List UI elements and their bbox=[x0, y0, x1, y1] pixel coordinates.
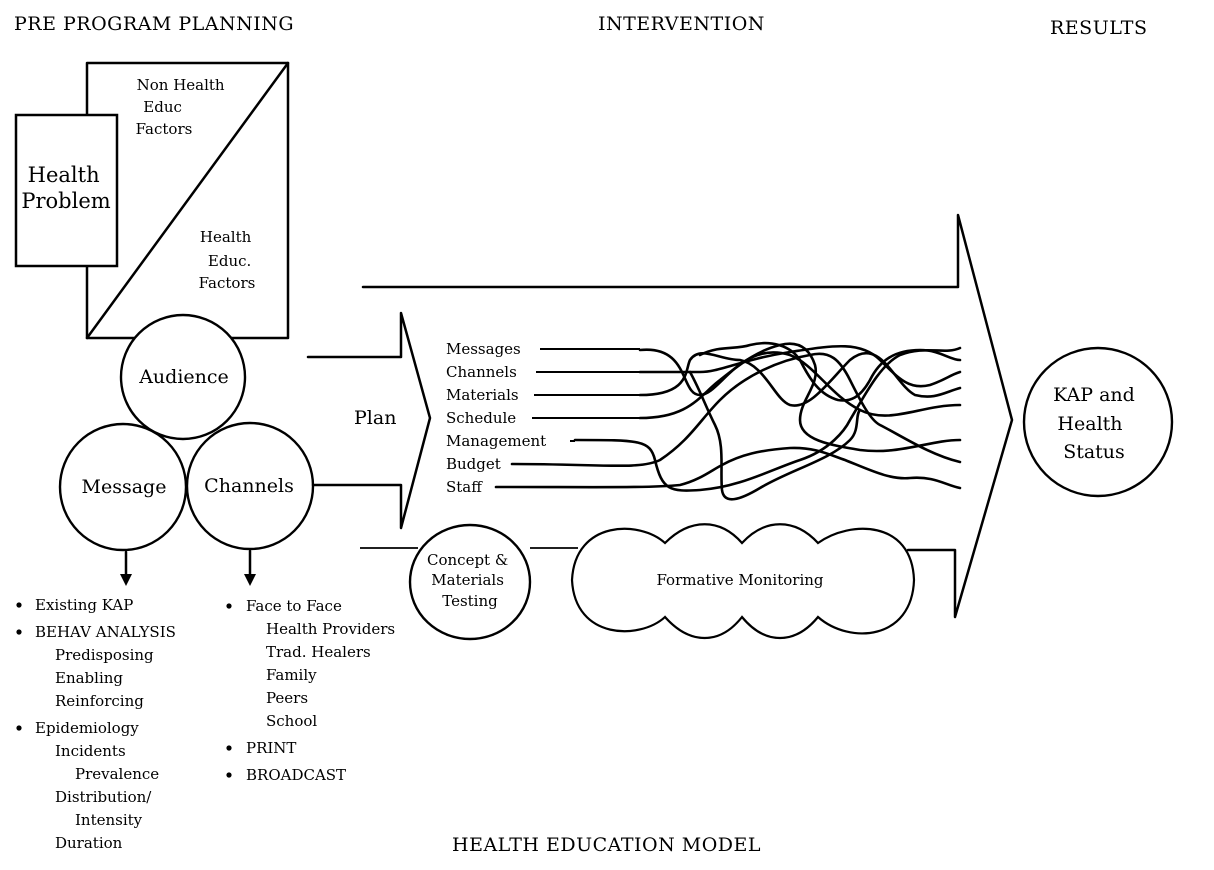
plan-label: Plan bbox=[354, 407, 396, 429]
kap-health-status-label: KAP and Health Status bbox=[1053, 384, 1141, 463]
kap-health-status-circle: KAP and Health Status bbox=[1022, 346, 1174, 498]
plan-arrow: Plan bbox=[306, 311, 432, 530]
list-item: School bbox=[266, 712, 317, 730]
thread-management bbox=[573, 346, 962, 492]
list-item: Family bbox=[266, 666, 317, 684]
section-intervention: INTERVENTION bbox=[598, 13, 765, 35]
list-item: Enabling bbox=[55, 669, 123, 687]
list-item: BROADCAST bbox=[246, 766, 346, 784]
formative-monitoring-cloud: Formative Monitoring bbox=[570, 523, 916, 639]
plan-item-management: Management bbox=[446, 432, 546, 450]
list-item: Distribution/ bbox=[55, 788, 152, 806]
channels-down-arrow-icon bbox=[244, 549, 256, 586]
thread-channels bbox=[638, 344, 962, 388]
list-item: PRINT bbox=[246, 739, 296, 757]
plan-items: MessagesChannelsMaterialsScheduleManagem… bbox=[446, 340, 640, 496]
message-label: Message bbox=[82, 476, 167, 498]
concept-materials-testing-label: Concept & Materials Testing bbox=[427, 551, 513, 610]
list-item: Health Providers bbox=[266, 620, 395, 638]
bullet-icon bbox=[16, 602, 22, 608]
health-problem-label: Health Problem bbox=[21, 163, 110, 213]
list-item: Intensity bbox=[75, 811, 143, 829]
bullet-icon bbox=[16, 629, 22, 635]
thread-materials bbox=[638, 351, 962, 407]
list-item: Trad. Healers bbox=[266, 643, 371, 661]
diagram-caption: HEALTH EDUCATION MODEL bbox=[452, 834, 761, 856]
section-results: RESULTS bbox=[1050, 17, 1147, 39]
message-circle: Message bbox=[58, 422, 188, 552]
plan-item-staff: Staff bbox=[446, 478, 483, 496]
non-health-educ-factors-label: Non Health Educ Factors bbox=[136, 76, 230, 138]
section-pre-program-planning: PRE PROGRAM PLANNING bbox=[14, 13, 294, 35]
list-item: Existing KAP bbox=[35, 596, 133, 614]
audience-label: Audience bbox=[138, 366, 229, 388]
list-item: Predisposing bbox=[55, 646, 154, 664]
factors-divider bbox=[85, 61, 290, 340]
bullet-icon bbox=[226, 603, 232, 609]
bullet-icon bbox=[226, 745, 232, 751]
concept-materials-testing-circle: Concept & Materials Testing bbox=[408, 523, 532, 641]
thread-budget bbox=[510, 352, 962, 468]
thread-cross-2 bbox=[698, 341, 962, 402]
health-educ-factors-label: Health Educ. Factors bbox=[199, 228, 256, 292]
message-down-arrow-icon bbox=[120, 550, 132, 586]
plan-item-schedule: Schedule bbox=[446, 409, 516, 427]
health-problem-box: Health Problem bbox=[14, 113, 119, 268]
list-item: Incidents bbox=[55, 742, 126, 760]
channels-circle: Channels bbox=[185, 421, 315, 551]
bullet-icon bbox=[16, 725, 22, 731]
plan-item-budget: Budget bbox=[446, 455, 501, 473]
bullet-icon bbox=[226, 772, 232, 778]
thread-schedule bbox=[638, 342, 962, 453]
audience-circle: Audience bbox=[119, 313, 247, 441]
plan-item-messages: Messages bbox=[446, 340, 521, 358]
list-item: Duration bbox=[55, 834, 123, 852]
plan-item-materials: Materials bbox=[446, 386, 519, 404]
list-item: Prevalence bbox=[75, 765, 159, 783]
thread-staff bbox=[494, 446, 962, 490]
formative-monitoring-label: Formative Monitoring bbox=[656, 571, 823, 589]
list-item: BEHAV ANALYSIS bbox=[35, 623, 176, 641]
list-item: Face to Face bbox=[246, 597, 342, 615]
plan-threads bbox=[494, 341, 962, 501]
list-item: Peers bbox=[266, 689, 308, 707]
list-item: Epidemiology bbox=[35, 719, 139, 737]
thread-cross-1 bbox=[688, 370, 862, 501]
channels-label: Channels bbox=[204, 475, 294, 497]
plan-item-channels: Channels bbox=[446, 363, 517, 381]
message-list: Existing KAP BEHAV ANALYSIS PredisposingEn… bbox=[16, 596, 176, 852]
intervention-arrow bbox=[361, 213, 1014, 619]
list-item: Reinforcing bbox=[55, 692, 144, 710]
